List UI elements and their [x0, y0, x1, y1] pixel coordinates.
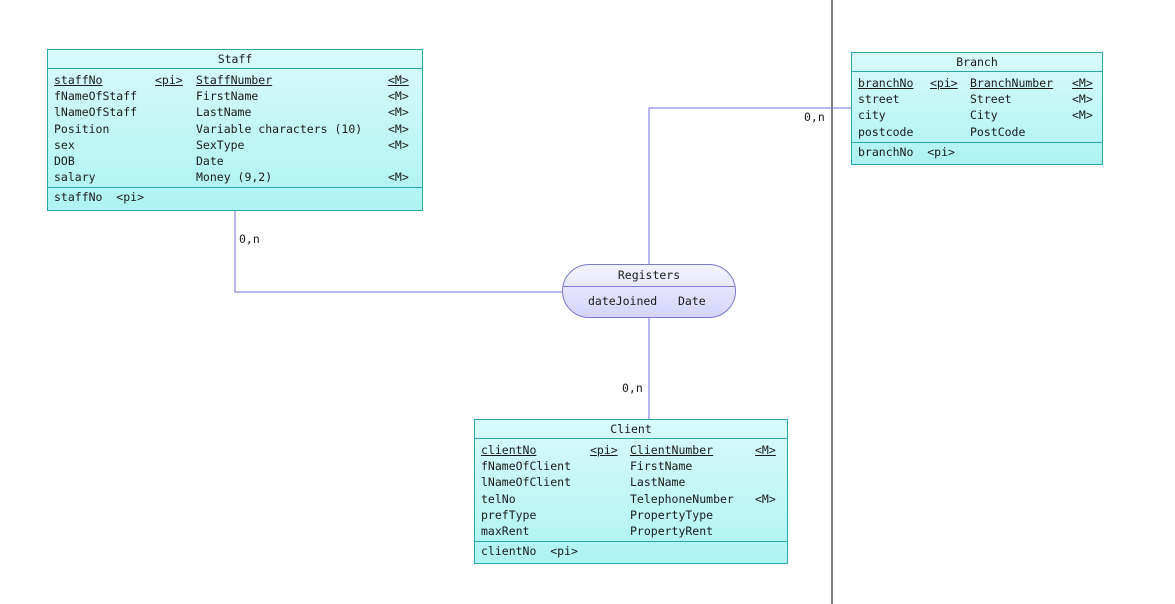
staff-entity[interactable]: Staff staffNo <pi> StaffNumber <M> fName… [47, 49, 423, 211]
attribute-name: salary [54, 170, 96, 185]
attribute-domain: PropertyRent [630, 523, 714, 538]
attribute-row: clientNo <pi> ClientNumber <M> [475, 442, 787, 458]
attribute-row: DOB Date [48, 153, 422, 169]
attribute-domain: Variable characters (10) [196, 121, 363, 136]
attribute-row: staffNo <pi> StaffNumber <M> [48, 72, 422, 88]
attribute-row: lNameOfStaff LastName <M> [48, 104, 422, 120]
attribute-domain: FirstName [630, 459, 693, 474]
mandatory-marker: <M> [388, 105, 409, 120]
attribute-row: Position Variable characters (10) <M> [48, 121, 422, 137]
staff-identifier: staffNo <pi> [54, 190, 145, 205]
branch-cardinality-label: 0,n [804, 110, 825, 124]
attribute-row: telNo TelephoneNumber <M> [475, 491, 787, 507]
staff-entity-title: Staff [48, 50, 422, 69]
staff-attribute-list: staffNo <pi> StaffNumber <M> fNameOfStaf… [48, 69, 422, 189]
attribute-name: lNameOfStaff [54, 105, 138, 120]
attribute-row: salary Money (9,2) <M> [48, 169, 422, 185]
attribute-name: DOB [54, 153, 75, 168]
client-cardinality-label: 0,n [622, 381, 643, 395]
attribute-domain: LastName [196, 105, 252, 120]
client-entity[interactable]: Client clientNo <pi> ClientNumber <M> fN… [474, 419, 788, 564]
attribute-name: sex [54, 137, 75, 152]
branch-entity[interactable]: Branch branchNo <pi> BranchNumber <M> st… [851, 52, 1103, 165]
attribute-row: prefType PropertyType [475, 507, 787, 523]
attribute-domain: Money (9,2) [196, 170, 273, 185]
attribute-domain: Date [196, 153, 224, 168]
mandatory-marker: <M> [388, 89, 409, 104]
mandatory-marker: <M> [755, 443, 776, 457]
branch-attribute-list: branchNo <pi> BranchNumber <M> street St… [852, 72, 1102, 143]
attribute-row: sex SexType <M> [48, 137, 422, 153]
mandatory-marker: <M> [755, 491, 776, 506]
client-identifier: clientNo <pi> [481, 544, 578, 559]
client-entity-title: Client [475, 420, 787, 439]
attribute-domain: FirstName [196, 89, 259, 104]
attribute-row: branchNo <pi> BranchNumber <M> [852, 75, 1102, 91]
branch-entity-title: Branch [852, 53, 1102, 72]
attribute-name: street [858, 92, 900, 107]
mandatory-marker: <M> [388, 73, 409, 87]
attribute-row: city City <M> [852, 107, 1102, 123]
attribute-domain: SexType [196, 137, 245, 152]
branch-identifier: branchNo <pi> [858, 144, 955, 159]
client-attribute-list: clientNo <pi> ClientNumber <M> fNameOfCl… [475, 439, 787, 543]
attribute-name: postcode [858, 124, 914, 139]
attribute-domain: PostCode [970, 124, 1026, 139]
registers-relationship[interactable]: Registers dateJoined Date [562, 264, 736, 318]
attribute-row: fNameOfStaff FirstName <M> [48, 88, 422, 104]
attribute-name: prefType [481, 507, 537, 522]
attribute-domain: City [970, 108, 998, 123]
staff-registers-link[interactable] [234, 211, 562, 293]
attribute-row: lNameOfClient LastName [475, 474, 787, 490]
mandatory-marker: <M> [388, 170, 409, 185]
staff-cardinality-label: 0,n [239, 232, 260, 246]
attribute-name: branchNo [858, 76, 914, 90]
attribute-domain: StaffNumber [196, 73, 273, 87]
attribute-name: clientNo [481, 443, 537, 457]
primary-identifier-marker: <pi> [155, 73, 183, 87]
attribute-row: fNameOfClient FirstName [475, 458, 787, 474]
mandatory-marker: <M> [1072, 92, 1093, 107]
branch-registers-link[interactable] [648, 107, 851, 264]
attribute-name: fNameOfStaff [54, 89, 138, 104]
attribute-name: Position [54, 121, 110, 136]
attribute-row: maxRent PropertyRent [475, 523, 787, 539]
attribute-name: staffNo [54, 73, 103, 87]
registers-title: Registers [563, 265, 735, 287]
attribute-name: maxRent [481, 523, 530, 538]
attribute-domain: PropertyType [630, 507, 714, 522]
attribute-domain: BranchNumber [970, 76, 1054, 90]
attribute-domain: ClientNumber [630, 443, 714, 457]
attribute-domain: LastName [630, 475, 686, 490]
attribute-domain: Street [970, 92, 1012, 107]
attribute-domain: TelephoneNumber [630, 491, 734, 506]
registers-attribute: dateJoined Date [588, 294, 706, 308]
primary-identifier-marker: <pi> [590, 443, 618, 457]
mandatory-marker: <M> [388, 121, 409, 136]
attribute-row: postcode PostCode [852, 124, 1102, 140]
attribute-name: fNameOfClient [481, 459, 572, 474]
primary-identifier-marker: <pi> [930, 76, 958, 90]
mandatory-marker: <M> [1072, 108, 1093, 123]
attribute-name: telNo [481, 491, 516, 506]
mandatory-marker: <M> [388, 137, 409, 152]
attribute-name: lNameOfClient [481, 475, 572, 490]
attribute-name: city [858, 108, 886, 123]
mandatory-marker: <M> [1072, 76, 1093, 90]
attribute-row: street Street <M> [852, 91, 1102, 107]
